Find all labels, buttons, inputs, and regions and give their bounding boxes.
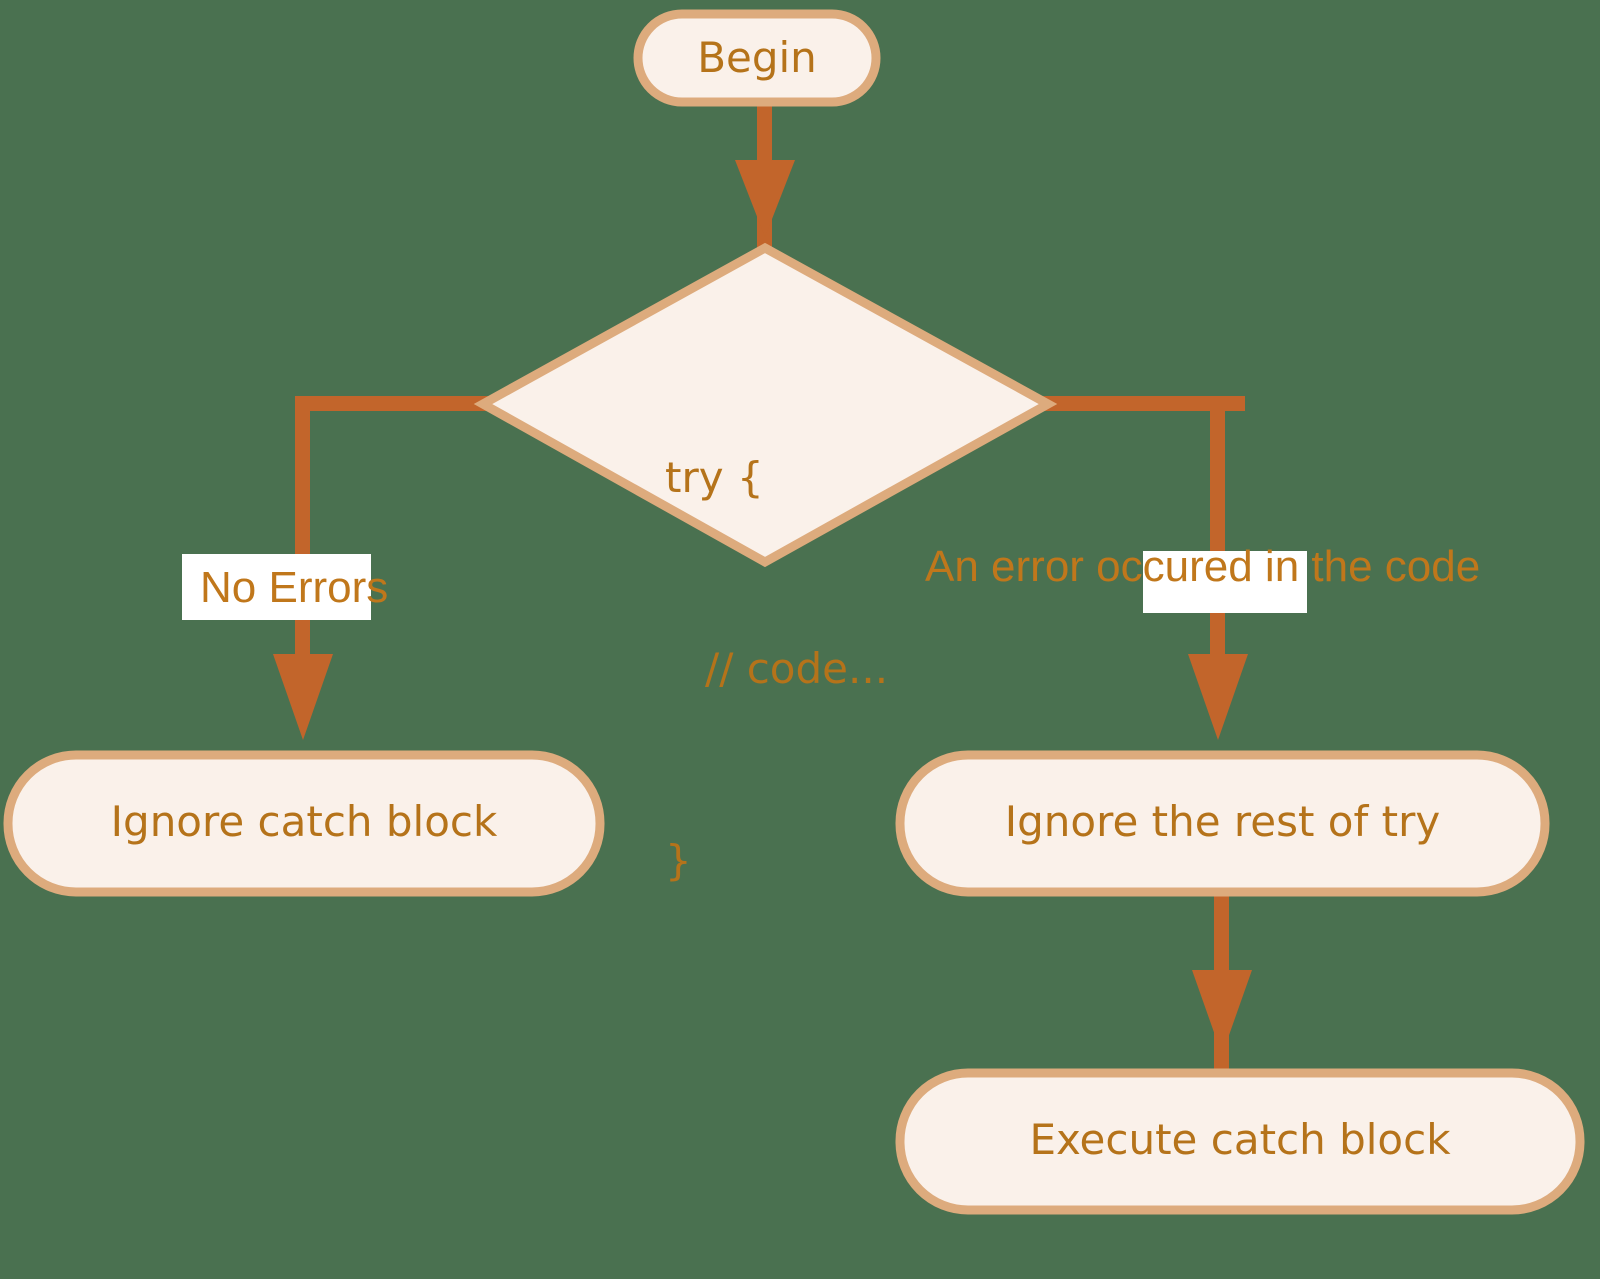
node-execute-catch[interactable]: [895, 1068, 1585, 1215]
edge-label-error-occured: An error occured in the code: [925, 542, 1481, 591]
node-try-decision-line-1: try {: [665, 452, 764, 502]
edge-begin-to-try-arrowhead: [735, 160, 795, 237]
edge-try-to-ignore-catch-horizontal: [295, 396, 495, 411]
edge-begin-to-try: [735, 100, 795, 260]
edge-label-plate-no-errors: [182, 554, 371, 620]
node-ignore-catch[interactable]: [3, 750, 605, 897]
edge-label-plate-error-occured: [1143, 551, 1307, 613]
node-ignore-rest-try[interactable]: [895, 750, 1550, 897]
edge-try-to-ignore-rest-arrowhead: [1188, 654, 1248, 740]
node-try-decision-line-2: // code...: [665, 644, 889, 694]
node-begin[interactable]: [633, 9, 881, 107]
edge-try-to-ignore-rest-vertical: [1210, 396, 1225, 676]
edge-try-to-ignore-catch-arrowhead: [273, 654, 333, 740]
node-try-decision[interactable]: [473, 242, 1058, 568]
edge-try-to-ignore-rest-horizontal: [1040, 396, 1245, 411]
edge-try-to-ignore-catch-vertical: [295, 396, 310, 676]
edge-ignore-rest-to-execute: [1192, 890, 1252, 1070]
edge-label-no-errors: No Errors: [200, 563, 389, 612]
edge-ignore-rest-to-execute-arrowhead: [1192, 970, 1252, 1055]
node-try-decision-line-3: }: [665, 835, 692, 885]
node-try-decision-code: try { // code... }: [665, 318, 888, 1020]
